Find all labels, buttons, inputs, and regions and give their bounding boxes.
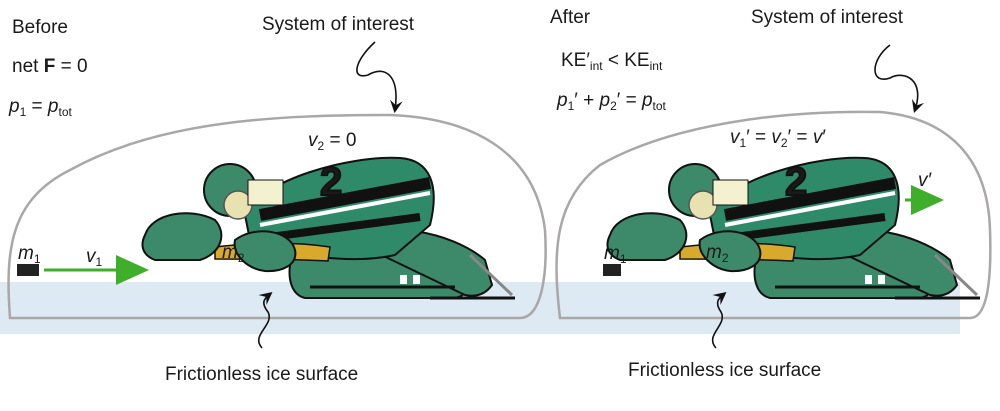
pointer-arrow-ice-before bbox=[258, 292, 273, 349]
system-boundary-before bbox=[7, 113, 547, 320]
system-boundary-after bbox=[555, 110, 992, 320]
momentum-equation-before: p1 = ptot bbox=[8, 96, 73, 119]
pointer-arrow-system-after bbox=[874, 44, 925, 114]
puck-mass-label-before: m1 bbox=[18, 243, 41, 266]
v2-equation: v2 = 0 bbox=[308, 130, 356, 153]
final-velocity-label: v′ bbox=[918, 170, 933, 191]
puck-before bbox=[17, 264, 39, 276]
final-velocity-equation: v1′ = v2′ = v′ bbox=[730, 127, 826, 150]
pointer-arrow-ice-after bbox=[711, 292, 727, 349]
net-force-equation: net F = 0 bbox=[12, 56, 88, 77]
momentum-equation-after: p1′ + p2′ = ptot bbox=[556, 90, 667, 113]
system-label-after: System of interest bbox=[751, 7, 904, 28]
system-label-before: System of interest bbox=[262, 14, 415, 35]
goalie-mass-label-after: m2 bbox=[706, 242, 729, 265]
puck-velocity-label: v1 bbox=[86, 246, 103, 269]
before-title: Before bbox=[12, 17, 68, 38]
goalie-mass-label-before: m2 bbox=[222, 242, 245, 265]
kinetic-energy-inequality: KE′int < KEint bbox=[561, 50, 663, 73]
surface-label-before: Frictionless ice surface bbox=[165, 364, 358, 385]
puck-after bbox=[603, 264, 621, 276]
jersey-number-after: 2 bbox=[785, 160, 807, 204]
jersey-number-before: 2 bbox=[320, 160, 342, 204]
pointer-arrow-system-before bbox=[356, 41, 403, 114]
puck-mass-label-after: m1 bbox=[604, 243, 627, 266]
after-title: After bbox=[550, 7, 591, 28]
surface-label-after: Frictionless ice surface bbox=[628, 360, 821, 381]
